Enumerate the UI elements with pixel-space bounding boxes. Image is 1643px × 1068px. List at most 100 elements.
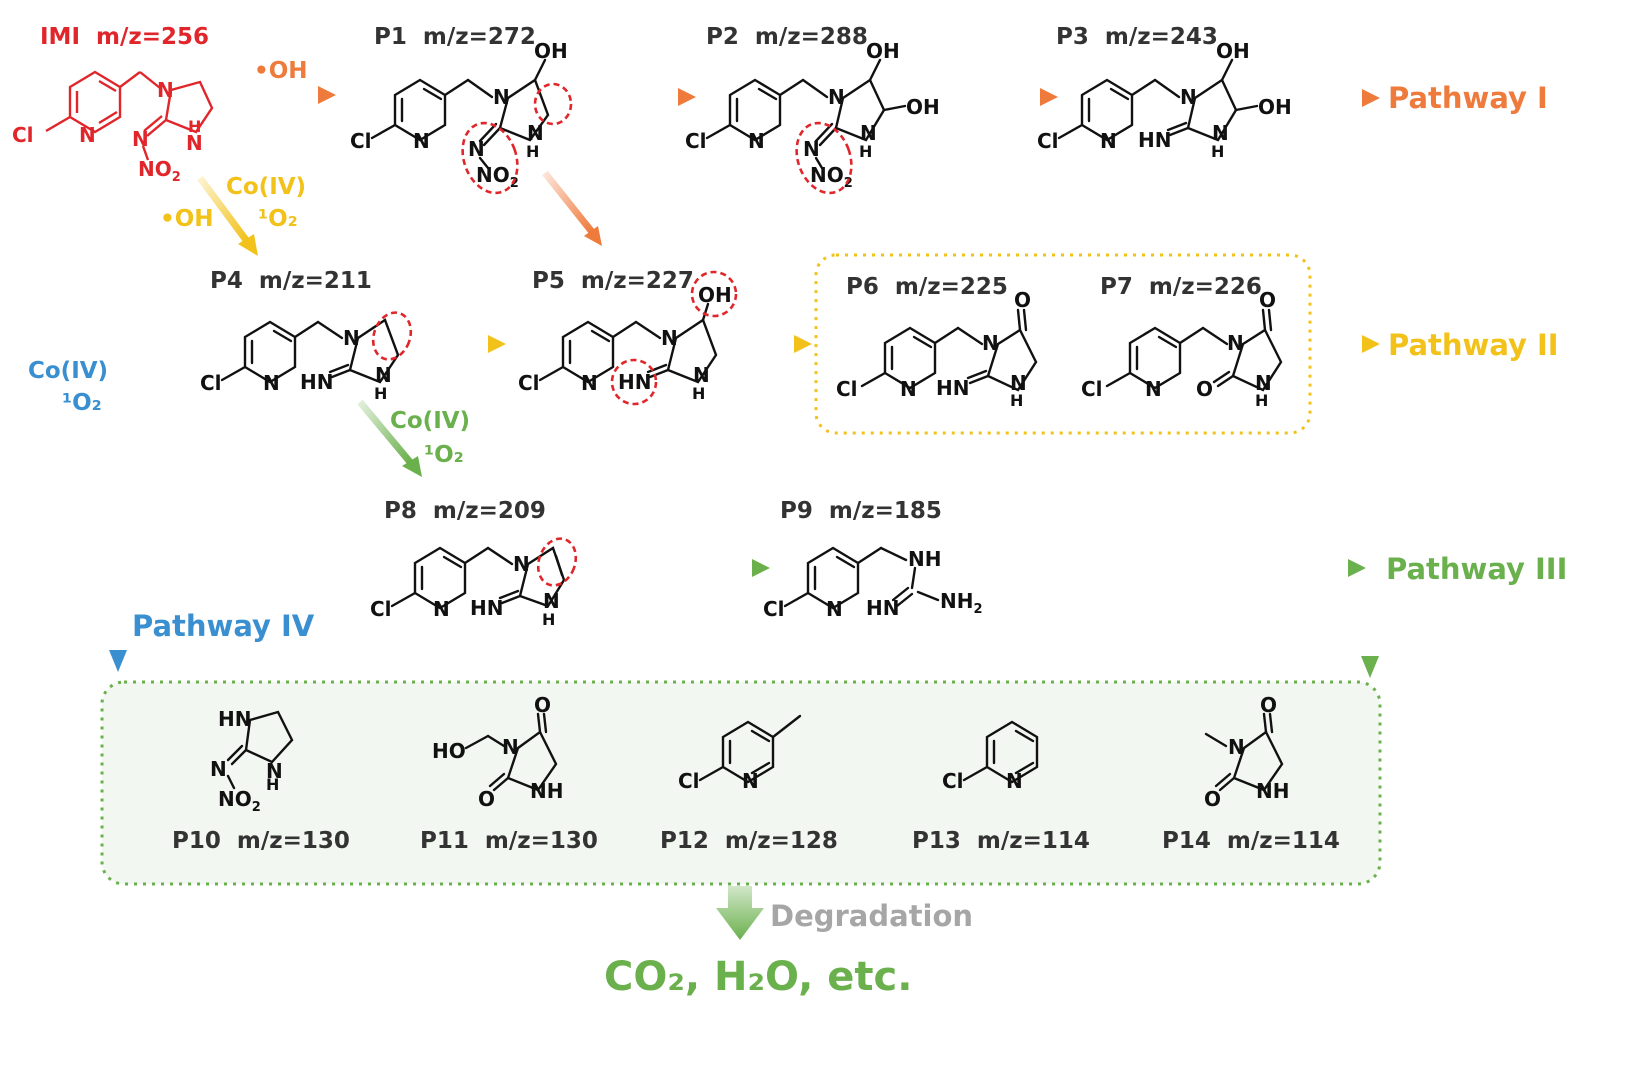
label-p9: P9 m/z=185: [780, 498, 942, 524]
svg-text:N: N: [693, 363, 710, 387]
label-p1: P1 m/z=272: [374, 24, 536, 50]
label-p4: P4 m/z=211: [210, 268, 372, 294]
final-products-box: [100, 680, 1382, 886]
svg-text:OH: OH: [866, 39, 900, 63]
svg-text:H: H: [374, 384, 387, 403]
svg-text:N: N: [1255, 371, 1272, 395]
svg-text:N: N: [1010, 371, 1027, 395]
p6-p7-box: [814, 253, 1312, 435]
svg-text:O: O: [1014, 288, 1031, 312]
svg-text:HN: HN: [218, 707, 251, 731]
svg-text:OH: OH: [1258, 95, 1292, 119]
svg-text:H: H: [188, 117, 201, 136]
label-p13: P13 m/z=114: [912, 828, 1090, 854]
svg-text:HN: HN: [618, 370, 651, 394]
svg-text:Cl: Cl: [200, 371, 222, 395]
reagent-oh-1: •OH: [254, 58, 308, 84]
pathway-ii-label: Pathway II: [1388, 328, 1559, 362]
svg-text:O: O: [534, 693, 551, 717]
svg-text:H: H: [1211, 142, 1224, 161]
label-p14: P14 m/z=114: [1162, 828, 1340, 854]
svg-text:H: H: [1255, 391, 1268, 410]
svg-text:N: N: [1006, 769, 1023, 793]
svg-text:N: N: [433, 597, 450, 621]
svg-text:Cl: Cl: [1081, 377, 1103, 401]
svg-text:N: N: [493, 85, 510, 109]
svg-text:HO: HO: [432, 739, 466, 763]
arrow-collector: [1361, 98, 1379, 678]
svg-text:N: N: [828, 85, 845, 109]
svg-text:HN: HN: [300, 370, 333, 394]
svg-text:Cl: Cl: [1037, 129, 1059, 153]
label-imi: IMI m/z=256: [40, 24, 209, 50]
svg-text:N: N: [513, 552, 530, 576]
svg-text:O: O: [1259, 288, 1276, 312]
svg-text:N: N: [748, 129, 765, 153]
svg-text:Cl: Cl: [836, 377, 858, 401]
svg-text:N: N: [661, 326, 678, 350]
label-p7: P7 m/z=226: [1100, 274, 1262, 300]
svg-text:N: N: [79, 123, 96, 147]
svg-text:O: O: [1196, 377, 1213, 401]
degradation-label: Degradation: [770, 899, 973, 933]
svg-text:H: H: [526, 142, 539, 161]
svg-text:N: N: [860, 121, 877, 145]
pathway-labels: Pathway I Pathway II Pathway III Pathway…: [132, 81, 1567, 643]
reagent-o2-green: ¹O₂: [424, 442, 464, 468]
label-p5: P5 m/z=227: [532, 268, 694, 294]
label-p11: P11 m/z=130: [420, 828, 598, 854]
svg-text:N: N: [982, 331, 999, 355]
arrows-pathway-iii: [357, 399, 1366, 577]
label-p8: P8 m/z=209: [384, 498, 546, 524]
svg-text:HN: HN: [470, 596, 503, 620]
label-p2: P2 m/z=288: [706, 24, 868, 50]
svg-text:N: N: [1228, 735, 1245, 759]
svg-text:N: N: [1180, 85, 1197, 109]
svg-text:O: O: [1204, 787, 1221, 811]
svg-text:OH: OH: [698, 283, 732, 307]
svg-text:H: H: [859, 142, 872, 161]
structure-p12: Cl N: [678, 714, 802, 793]
svg-text:N: N: [1227, 331, 1244, 355]
pathway-iv-label: Pathway IV: [132, 609, 315, 643]
svg-text:Cl: Cl: [350, 129, 372, 153]
svg-text:NO2: NO2: [810, 163, 853, 191]
svg-text:H: H: [692, 384, 705, 403]
label-p12: P12 m/z=128: [660, 828, 838, 854]
arrow-pathway-iv: [109, 172, 127, 672]
svg-text:N: N: [343, 326, 360, 350]
svg-text:N: N: [527, 121, 544, 145]
svg-text:Cl: Cl: [12, 123, 34, 147]
svg-text:NH: NH: [1256, 779, 1289, 803]
final-products-label: CO₂, H₂O, etc.: [604, 954, 912, 1000]
svg-text:NH: NH: [530, 779, 563, 803]
svg-text:N: N: [210, 757, 227, 781]
svg-text:N: N: [132, 127, 149, 151]
reagent-o2-blue: ¹O₂: [62, 390, 102, 416]
svg-text:N: N: [157, 78, 174, 102]
pathway-i-label: Pathway I: [1388, 81, 1548, 115]
svg-text:N: N: [826, 597, 843, 621]
svg-text:NO2: NO2: [138, 157, 181, 185]
svg-text:Cl: Cl: [685, 129, 707, 153]
svg-text:OH: OH: [534, 39, 568, 63]
svg-text:N: N: [468, 137, 485, 161]
reagent-co4-green: Co(IV): [390, 408, 470, 434]
arrows-pathway-i: [228, 86, 1380, 246]
svg-text:N: N: [742, 769, 759, 793]
compound-labels: IMI m/z=256 P1 m/z=272 P2 m/z=288 P3 m/z…: [40, 24, 1340, 854]
svg-text:Cl: Cl: [678, 769, 700, 793]
svg-text:N: N: [1212, 121, 1229, 145]
svg-text:HN: HN: [866, 596, 899, 620]
